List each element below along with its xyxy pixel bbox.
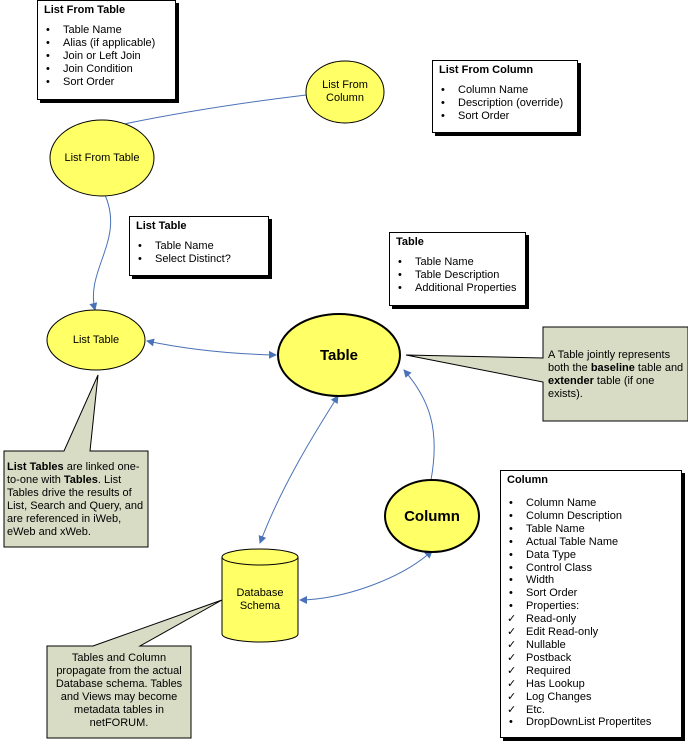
list-item: Control Class — [507, 562, 675, 575]
list-item: Select Distinct? — [136, 253, 262, 266]
check-item: Etc. — [507, 704, 675, 717]
table-box: Table Table Name Table Description Addit… — [389, 232, 526, 306]
list-tables-note: List Tables are linked one- to-one with … — [7, 461, 147, 539]
connector-listtable-table — [146, 338, 277, 359]
list-item: Table Name — [507, 523, 675, 536]
list-tables-note-line: Tables drive the results of — [7, 487, 132, 499]
table-note-bold: extender — [548, 375, 594, 387]
database-schema-cylinder — [221, 548, 299, 643]
list-from-column-node-shape — [305, 60, 385, 124]
table-node-shape — [277, 313, 401, 397]
connector-column-to-table — [109, 94, 307, 130]
list-from-table-box: List From Table Table Name Alias (if app… — [37, 0, 176, 100]
database-note-callout — [46, 599, 223, 739]
check-item: Edit Read-only — [507, 626, 675, 639]
column-box: Column Column Name Column Description Ta… — [500, 470, 682, 738]
check-item: Has Lookup — [507, 678, 675, 691]
list-from-column-box-title: List From Column — [439, 64, 534, 76]
list-item: Description (override) — [439, 97, 571, 110]
list-item: Sort Order — [439, 110, 571, 123]
list-from-table-box-title: List From Table — [44, 4, 126, 16]
list-from-table-node-label: List From Table — [64, 151, 140, 164]
column-node-shape — [384, 479, 480, 553]
list-item: Table Name — [136, 240, 262, 253]
list-tables-note-line: eWeb and xWeb. — [7, 526, 91, 538]
column-node-label: Column — [404, 507, 460, 525]
list-from-table-node-shape — [49, 119, 155, 197]
list-item: Table Description — [396, 269, 519, 282]
table-note-text: both the — [548, 362, 591, 374]
database-note-line: and Views may become — [60, 691, 178, 703]
list-tables-note-line: List, Search and Query, and — [7, 500, 144, 512]
database-note-line: propagate from the actual — [56, 665, 182, 677]
table-node: Table — [278, 314, 400, 396]
connector-column-table — [403, 369, 435, 481]
list-tables-note-text: are linked one- — [63, 461, 140, 473]
check-item: Nullable — [507, 639, 675, 652]
table-note-text: table (if one — [593, 375, 655, 387]
list-item: Column Name — [439, 84, 571, 97]
table-box-title: Table — [396, 236, 424, 248]
database-schema-node: Database Schema — [222, 572, 298, 628]
list-item: Width — [507, 574, 675, 587]
list-tables-note-bold: Tables — [63, 474, 98, 486]
column-node: Column — [385, 480, 479, 552]
list-item: Data Type — [507, 549, 675, 562]
list-table-box: List Table Table Name Select Distinct? — [129, 216, 269, 276]
list-from-column-node-label: List From Column — [322, 79, 368, 104]
list-from-table-node: List From Table — [50, 120, 154, 196]
check-item: Postback — [507, 652, 675, 665]
list-table-node-shape — [46, 309, 146, 371]
list-item: Alias (if applicable) — [44, 37, 169, 50]
check-item: Log Changes — [507, 691, 675, 704]
list-item: DropDownList Propertites — [507, 716, 675, 729]
database-note-line: Tables and Column — [71, 652, 167, 664]
connector-table-database — [258, 395, 339, 544]
table-note-line1: A Table jointly represents — [548, 349, 671, 361]
list-tables-note-text: to-one with — [7, 474, 64, 486]
list-table-box-title: List Table — [136, 220, 187, 232]
list-item: Column Name — [507, 497, 675, 510]
database-note-line: metadata tables in — [74, 704, 164, 716]
column-box-title: Column — [507, 474, 548, 486]
list-item: Table Name — [44, 24, 169, 37]
database-note: Tables and Column propagate from the act… — [48, 652, 190, 730]
list-item: Additional Properties — [396, 282, 519, 295]
database-schema-node-label: Database Schema — [236, 587, 284, 612]
list-item: Sort Order — [507, 587, 675, 600]
table-note: A Table jointly represents both the base… — [548, 349, 688, 401]
list-item: Properties: — [507, 600, 675, 613]
database-note-line: Database schema. Tables — [55, 678, 183, 690]
list-item: Table Name — [396, 256, 519, 269]
table-note-callout — [405, 326, 688, 422]
list-item: Join Condition — [44, 63, 169, 76]
list-from-column-node: List From Column — [306, 61, 384, 123]
check-item: Required — [507, 665, 675, 678]
list-item: Actual Table Name — [507, 536, 675, 549]
list-tables-note-callout — [3, 374, 149, 548]
connector-column-database — [299, 550, 433, 604]
check-item: Read-only — [507, 613, 675, 626]
list-tables-note-line: are referenced in iWeb, — [7, 513, 122, 525]
list-tables-note-bold: List Tables — [7, 461, 64, 473]
list-item: Sort Order — [44, 76, 169, 89]
table-note-line4: exists). — [548, 388, 583, 400]
list-tables-note-text: . List — [97, 474, 122, 486]
connector-fromtable-to-listtable — [89, 194, 112, 311]
table-node-label: Table — [319, 346, 359, 364]
database-note-line: netFORUM. — [89, 717, 149, 729]
list-table-node-label: List Table — [72, 333, 120, 346]
list-item: Column Description — [507, 510, 675, 523]
table-note-text: table and — [634, 362, 684, 374]
list-item: Join or Left Join — [44, 50, 169, 63]
list-table-node: List Table — [47, 310, 145, 370]
list-from-column-box: List From Column Column Name Description… — [432, 60, 578, 133]
table-note-bold: baseline — [590, 362, 635, 374]
